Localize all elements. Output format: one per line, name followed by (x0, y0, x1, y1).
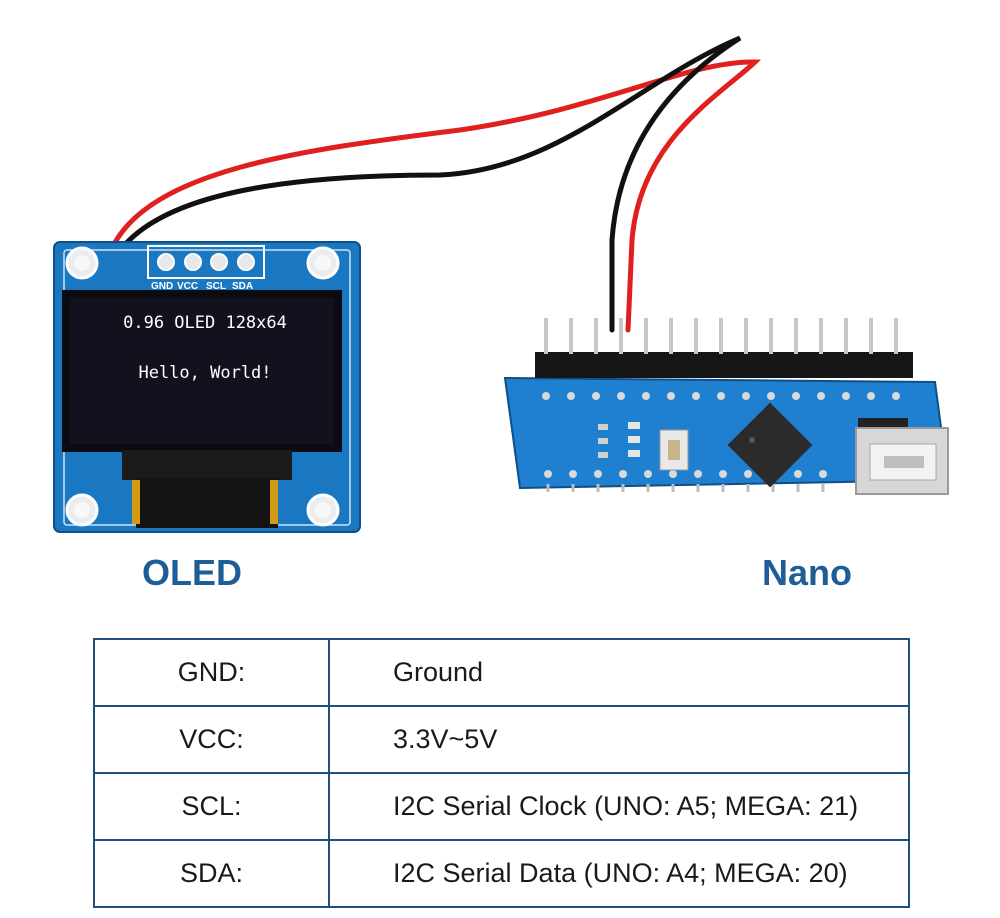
pin-label-vcc: VCC (177, 281, 198, 292)
nano-header-pins (535, 318, 913, 378)
pin-table: GND: Ground VCC: 3.3V~5V SCL: I2C Serial… (93, 638, 910, 908)
pin-description: 3.3V~5V (328, 705, 910, 774)
pin-label-scl: SCL (206, 281, 226, 292)
mounting-holes (65, 246, 340, 527)
pin-description: Ground (328, 638, 910, 707)
oled-label: OLED (142, 552, 243, 593)
wiring-diagram: GND VCC SCL SDA 0.96 OLED 128x64 Hello, … (53, 35, 950, 533)
red-wire (109, 59, 762, 333)
nano-label: Nano (762, 552, 852, 593)
black-wire (119, 35, 742, 333)
table-row: GND: Ground (93, 638, 910, 707)
flex-ribbon (122, 450, 292, 480)
pin-name: GND: (93, 638, 330, 707)
screen-line-1: 0.96 OLED 128x64 (123, 313, 287, 333)
pin-name: SCL: (93, 772, 330, 841)
pin-name: VCC: (93, 705, 330, 774)
pin-label-gnd: GND (151, 281, 173, 292)
pin-description: I2C Serial Data (UNO: A4; MEGA: 20) (328, 839, 910, 908)
pin-description: I2C Serial Clock (UNO: A5; MEGA: 21) (328, 772, 910, 841)
header-pads (157, 253, 255, 271)
screen-line-2: Hello, World! (138, 363, 271, 383)
nano-board (503, 318, 950, 495)
table-row: SCL: I2C Serial Clock (UNO: A5; MEGA: 21… (93, 772, 910, 841)
pin-label-sda: SDA (232, 281, 253, 292)
mcu-chip (727, 402, 813, 488)
table-row: SDA: I2C Serial Data (UNO: A4; MEGA: 20) (93, 839, 910, 908)
pin-name: SDA: (93, 839, 330, 908)
oled-module: GND VCC SCL SDA 0.96 OLED 128x64 Hello, … (53, 241, 361, 533)
table-row: VCC: 3.3V~5V (93, 705, 910, 774)
